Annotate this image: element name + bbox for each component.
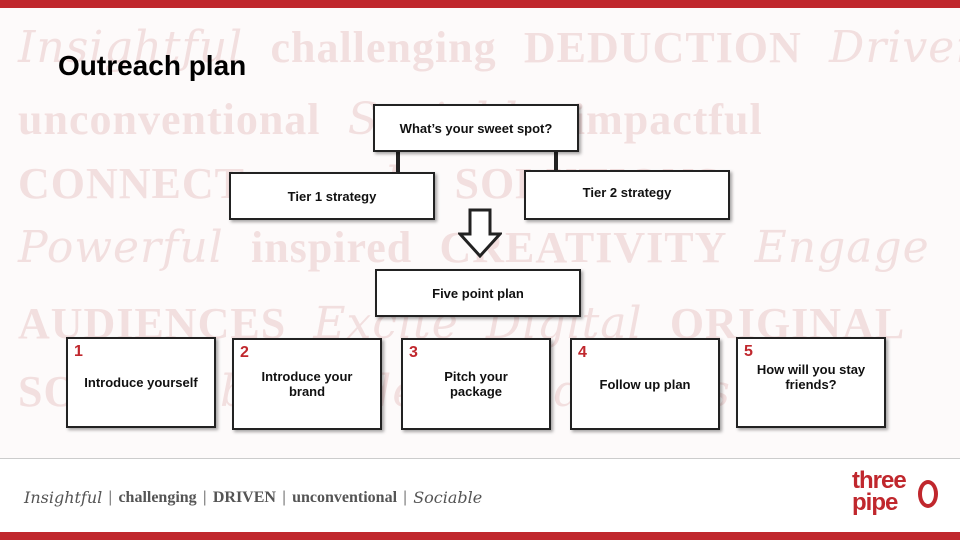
step-box-1: 1 Introduce yourself [66, 337, 216, 428]
footer-word-driven: DRIVEN [212, 488, 276, 506]
watermark-word: CONNECT [18, 159, 246, 208]
watermark-word: challenging [270, 23, 497, 72]
logo-line-1: three [852, 467, 907, 494]
tier1-strategy-box: Tier 1 strategy [229, 172, 435, 220]
connector-tier1 [396, 150, 400, 174]
watermark-row-2: unconventional Sociable impactful [18, 94, 777, 145]
footer-divider [0, 458, 960, 459]
step-box-5: 5 How will you stay friends? [736, 337, 886, 428]
threepipe-logo: three pipe [852, 467, 907, 516]
step-label: Follow up plan [599, 376, 691, 392]
step-label: Introduce your brand [261, 369, 353, 399]
watermark-word: Driven [829, 22, 960, 73]
logo-line-2: pipe [852, 489, 898, 516]
footer-word-unconventional: unconventional [292, 488, 398, 506]
step-label: Pitch your package [444, 369, 508, 399]
sweet-spot-box: What’s your sweet spot? [373, 104, 579, 152]
step-number: 5 [744, 343, 753, 360]
down-arrow-icon [458, 208, 502, 258]
footer-tagline: Insightful | challenging | DRIVEN | unco… [24, 488, 482, 507]
footer-word-sociable: Sociable [413, 488, 483, 507]
footer-separator: | [202, 488, 207, 506]
watermark-word: impactful [572, 95, 763, 144]
footer-separator: | [403, 488, 408, 506]
watermark-word: Engage [754, 222, 930, 273]
logo-pipe-icon [918, 480, 938, 508]
step-box-3: 3 Pitch your package [401, 338, 551, 430]
footer-separator: | [108, 488, 113, 506]
tier2-strategy-box: Tier 2 strategy [524, 170, 730, 220]
top-accent-bar [0, 0, 960, 8]
footer-separator: | [281, 488, 287, 506]
step-box-4: 4 Follow up plan [570, 338, 720, 430]
sweet-spot-label: What’s your sweet spot? [399, 120, 553, 136]
step-number: 4 [578, 344, 587, 361]
step-box-2: 2 Introduce your brand [232, 338, 382, 430]
watermark-word: Insightful [18, 22, 244, 73]
step-number: 3 [409, 344, 418, 361]
step-label: Introduce yourself [84, 375, 198, 390]
watermark-word: Powerful [18, 222, 224, 273]
step-label: How will you stay friends? [756, 361, 866, 392]
page-title: Outreach plan [58, 50, 247, 81]
watermark-word: inspired [250, 223, 413, 272]
five-point-plan-box: Five point plan [375, 269, 581, 317]
watermark-row-1: Insightful challenging DEDUCTION Driven [18, 22, 960, 73]
five-point-plan-label: Five point plan [432, 285, 524, 301]
bottom-accent-bar [0, 532, 960, 540]
footer-word-challenging: challenging [118, 488, 197, 506]
step-number: 2 [240, 344, 249, 361]
footer-word-insightful: Insightful [24, 488, 103, 507]
watermark-word: DEDUCTION [523, 23, 802, 72]
watermark-word: unconventional [18, 95, 321, 144]
tier2-label: Tier 2 strategy [582, 184, 672, 200]
step-number: 1 [74, 343, 83, 360]
connector-tier2 [554, 150, 558, 172]
tier1-label: Tier 1 strategy [287, 188, 377, 204]
